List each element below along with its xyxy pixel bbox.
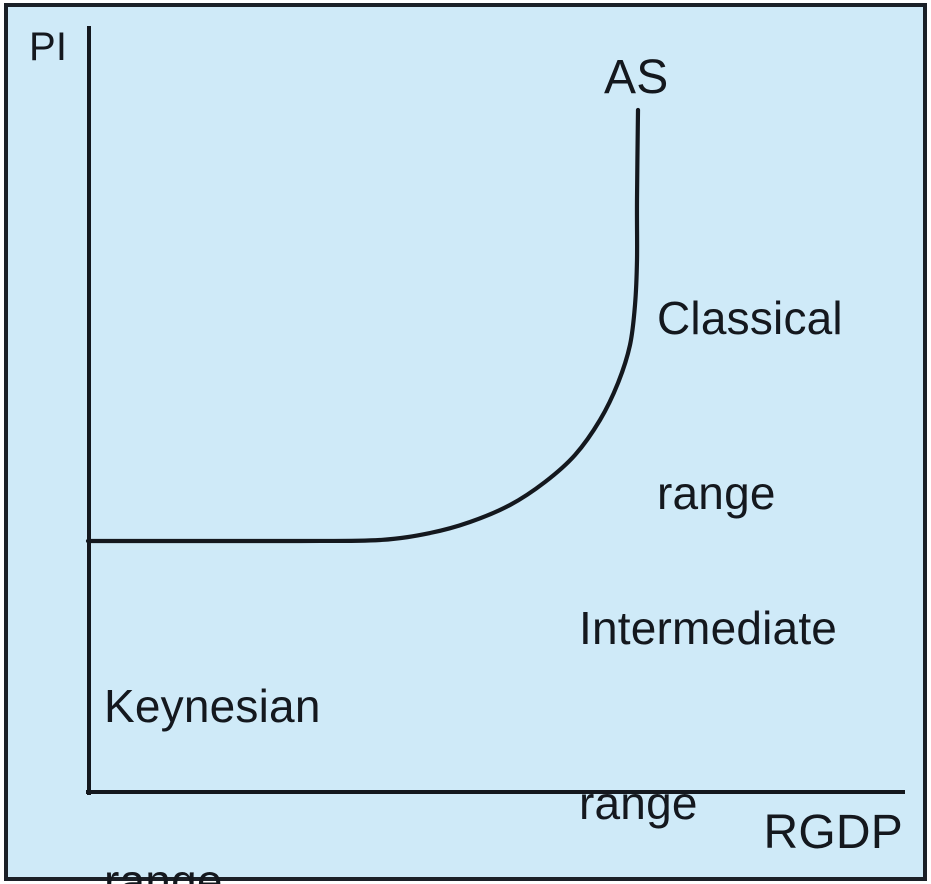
y-axis-label: PI	[29, 25, 68, 69]
classical-range-annotation: Classical range	[657, 172, 843, 639]
as-curve	[85, 107, 641, 544]
classical-range-line2: range	[657, 467, 776, 520]
intermediate-range-line1: Intermediate	[579, 601, 838, 654]
intermediate-range-line2: range	[579, 777, 698, 830]
figure-border	[4, 3, 927, 881]
keynesian-range-line2: range	[104, 855, 223, 884]
classical-range-line1: Classical	[657, 291, 843, 344]
intermediate-range-annotation: Intermediate range	[579, 482, 837, 884]
x-axis-label: RGDP	[763, 806, 903, 859]
keynesian-range-line1: Keynesian	[104, 679, 321, 732]
keynesian-range-annotation: Keynesian range	[104, 560, 321, 884]
as-curve-label: AS	[604, 51, 669, 104]
